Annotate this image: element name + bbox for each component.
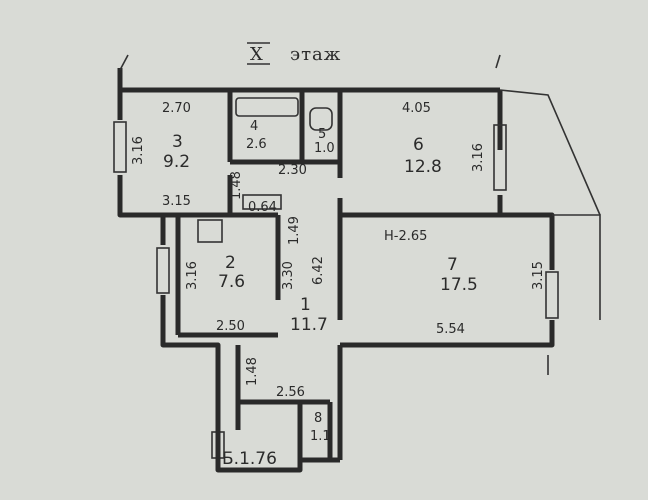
outer-walls — [117, 68, 601, 463]
room-8-area: 1.1 — [310, 429, 331, 444]
room-1-number: 1 — [300, 295, 311, 315]
stove-icon — [197, 219, 223, 243]
dim-room3-width: 2.70 — [162, 101, 191, 116]
dim-room7-height: 3.15 — [531, 261, 546, 290]
tick-a — [119, 54, 129, 71]
interior-walls — [163, 90, 500, 460]
room-7-number: 7 — [447, 255, 458, 275]
window-room6 — [493, 124, 507, 191]
top-wall — [117, 68, 500, 93]
room-labels: 3 9.2 4 2.6 5 1.0 6 12.8 2 7.6 1 11.7 7 … — [163, 119, 478, 444]
toilet-icon — [309, 107, 333, 131]
dim-entry-width: 2.56 — [276, 385, 305, 400]
room-2-area: 7.6 — [218, 272, 245, 292]
loggia-right — [552, 214, 601, 320]
wall-g — [497, 195, 555, 270]
dim-hall-small: 1.48 — [229, 171, 244, 200]
balcony-label: Б.1.76 — [222, 449, 277, 469]
window-room7 — [545, 271, 559, 319]
room-6-area: 12.8 — [404, 157, 442, 177]
window-room2 — [156, 247, 170, 294]
room-2-number: 2 — [225, 253, 236, 273]
room-6-number: 6 — [413, 135, 424, 155]
dimension-labels: 2.70 3.16 3.15 1.48 2.30 4.05 3.16 H-2.6… — [131, 101, 546, 400]
floor-title: X этаж — [247, 42, 341, 65]
room-8-number: 8 — [314, 411, 322, 426]
tick-b — [495, 54, 501, 69]
room-5-number: 5 — [318, 127, 326, 142]
dim-room6-height: 3.16 — [471, 143, 486, 172]
floor-word: этаж — [290, 44, 341, 65]
wall-b — [117, 175, 166, 245]
window-room3 — [113, 121, 127, 173]
dim-hall-width: 2.30 — [278, 163, 307, 178]
room-3-area: 9.2 — [163, 152, 190, 172]
floor-number: X — [250, 44, 264, 65]
room-1-area: 11.7 — [290, 315, 328, 335]
room-4-number: 4 — [250, 119, 258, 134]
room-3-number: 3 — [172, 132, 183, 152]
room-7-area: 17.5 — [440, 275, 478, 295]
dim-room6-width: 4.05 — [402, 101, 431, 116]
room-4-area: 2.6 — [246, 137, 267, 152]
loggia-outline — [499, 89, 601, 216]
dim-room7-width: 5.54 — [436, 322, 465, 337]
dim-corridor-width: 1.49 — [287, 216, 302, 245]
dim-room3-bottom: 3.15 — [162, 194, 191, 209]
dim-room2-width: 2.50 — [216, 319, 245, 334]
vent-shaft — [242, 194, 282, 210]
dim-vent: 0.64 — [248, 200, 277, 215]
dim-room2-height: 3.16 — [185, 261, 200, 290]
dim-corridor-length: 6.42 — [311, 256, 326, 285]
balcony-outline — [215, 430, 303, 473]
dim-room2-side: 3.30 — [281, 261, 296, 290]
dim-ceiling-height: H-2.65 — [384, 229, 427, 244]
wall-c — [160, 295, 221, 430]
bathtub-icon — [235, 97, 299, 117]
wall-f — [340, 320, 555, 348]
room-5-area: 1.0 — [314, 141, 335, 156]
dim-room3-height: 3.16 — [131, 136, 146, 165]
dim-entry-height: 1.48 — [245, 357, 260, 386]
